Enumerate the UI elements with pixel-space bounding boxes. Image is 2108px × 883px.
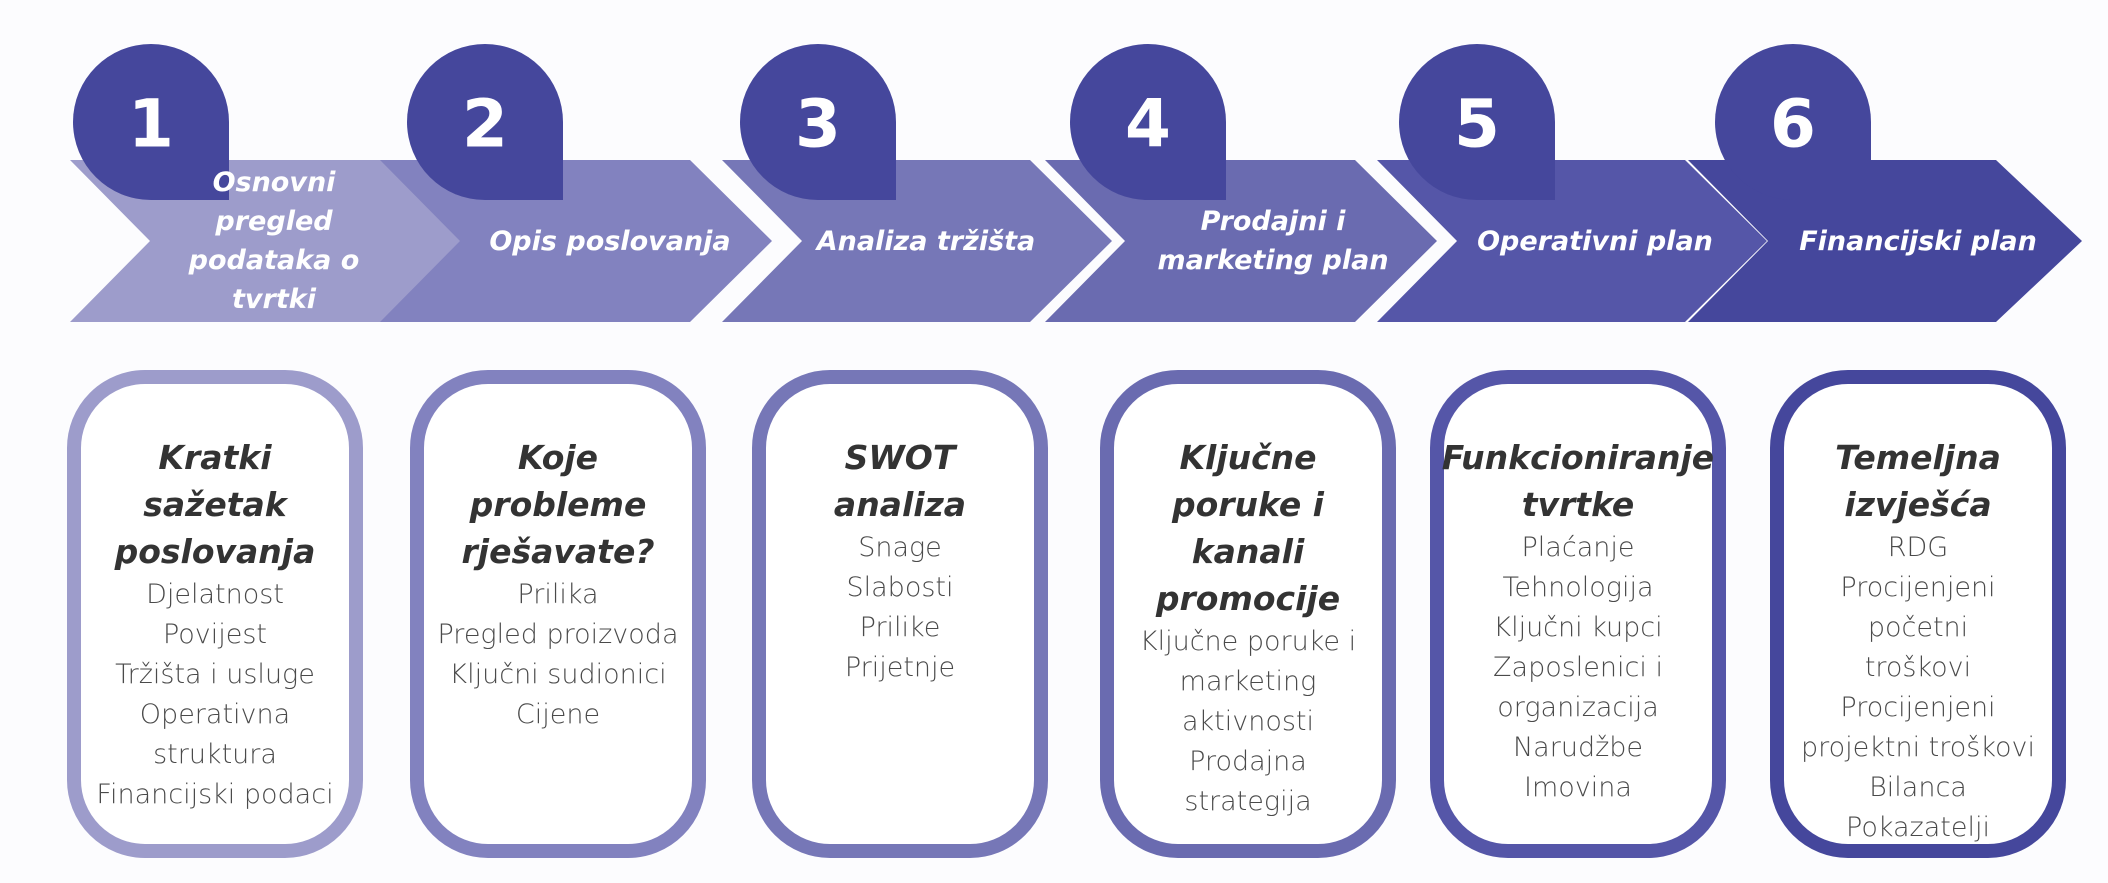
step-2-arrow [380,160,772,322]
step-2-number: 2 [462,86,508,163]
card-item: Imovina [1524,772,1632,803]
card-title: Temeljna izvješća [1835,438,2001,524]
step-2-badge-shape [407,44,563,200]
step-6-number: 6 [1770,86,1816,163]
card-item: Slabosti [846,572,954,603]
step-1-number: 1 [128,86,174,163]
card-item: Tehnologija [1502,572,1654,603]
card-item: Narudžbe [1512,732,1644,763]
card-item: Procijenjeni početni troškovi [1840,572,1996,683]
card-item: RDG [1887,532,1949,563]
card-item: Bilanca [1869,772,1967,803]
card-item: Tržišta i usluge [115,659,315,690]
card-item: Ključni kupci [1493,612,1663,643]
step-4-number: 4 [1125,86,1171,163]
step-6-badge: 6 [1715,44,1871,200]
card-item: Pokazatelji [1846,812,1990,843]
card-item: Prodajna strategija [1184,746,1312,817]
card-item: Povijest [162,619,268,650]
card-item: Prijetnje [844,652,956,683]
card-item: Operativna struktura [139,699,291,770]
card-item: Ključni sudionici [449,659,667,690]
card-item: Pregled proizvoda [437,619,679,650]
step-4-arrow [1045,160,1437,322]
step-3-label: Analiza tržišta [816,225,1036,257]
step-1-badge: 1 [73,44,229,200]
step-3-number: 3 [795,86,841,163]
step-1-label: Osnovni pregled podataka o tvrtki [188,167,360,315]
card-item: Zaposlenici i organizacija [1493,652,1663,723]
step-4-label: Prodajni i marketing plan [1157,206,1389,276]
step-2-label: Opis poslovanja [489,225,731,257]
card-item: Plaćanje [1521,532,1635,563]
step-6-arrow [1688,160,2082,322]
card-title: Ključne poruke i kanali promocije [1155,438,1341,618]
step-5-number: 5 [1454,86,1500,163]
card-title: Funkcioniranje tvrtke [1441,438,1715,524]
card-item: Ključne poruke i marketing aktivnosti [1139,626,1357,737]
step-4-badge: 4 [1070,44,1226,200]
card-title: SWOT analiza [833,438,967,524]
card-item: Snage [858,532,942,563]
step-1-badge-shape [73,44,229,200]
step-6-badge-shape [1715,44,1871,200]
step-5-label: Operativni plan [1477,225,1713,257]
step-5-badge-shape [1399,44,1555,200]
step-5-badge: 5 [1399,44,1555,200]
card-item: Procijenjeni projektni troškovi [1800,692,2036,763]
card-title: Koje probleme rješavate? [461,438,655,571]
step-3-badge: 3 [740,44,896,200]
step-2-badge: 2 [407,44,563,200]
step-3-arrow [722,160,1112,322]
step-5-arrow [1377,160,1767,322]
card-item: Financijski podaci [96,779,334,810]
step-3-badge-shape [740,44,896,200]
card-title: Kratki sažetak poslovanja [114,438,316,571]
card-item: Djelatnost [146,579,284,610]
step-6-label: Financijski plan [1799,225,2037,257]
card-item: Prilika [517,579,599,610]
card-item: Cijene [515,699,601,730]
card-item: Prilike [859,612,941,643]
step-4-badge-shape [1070,44,1226,200]
step-1-arrow [70,160,472,322]
